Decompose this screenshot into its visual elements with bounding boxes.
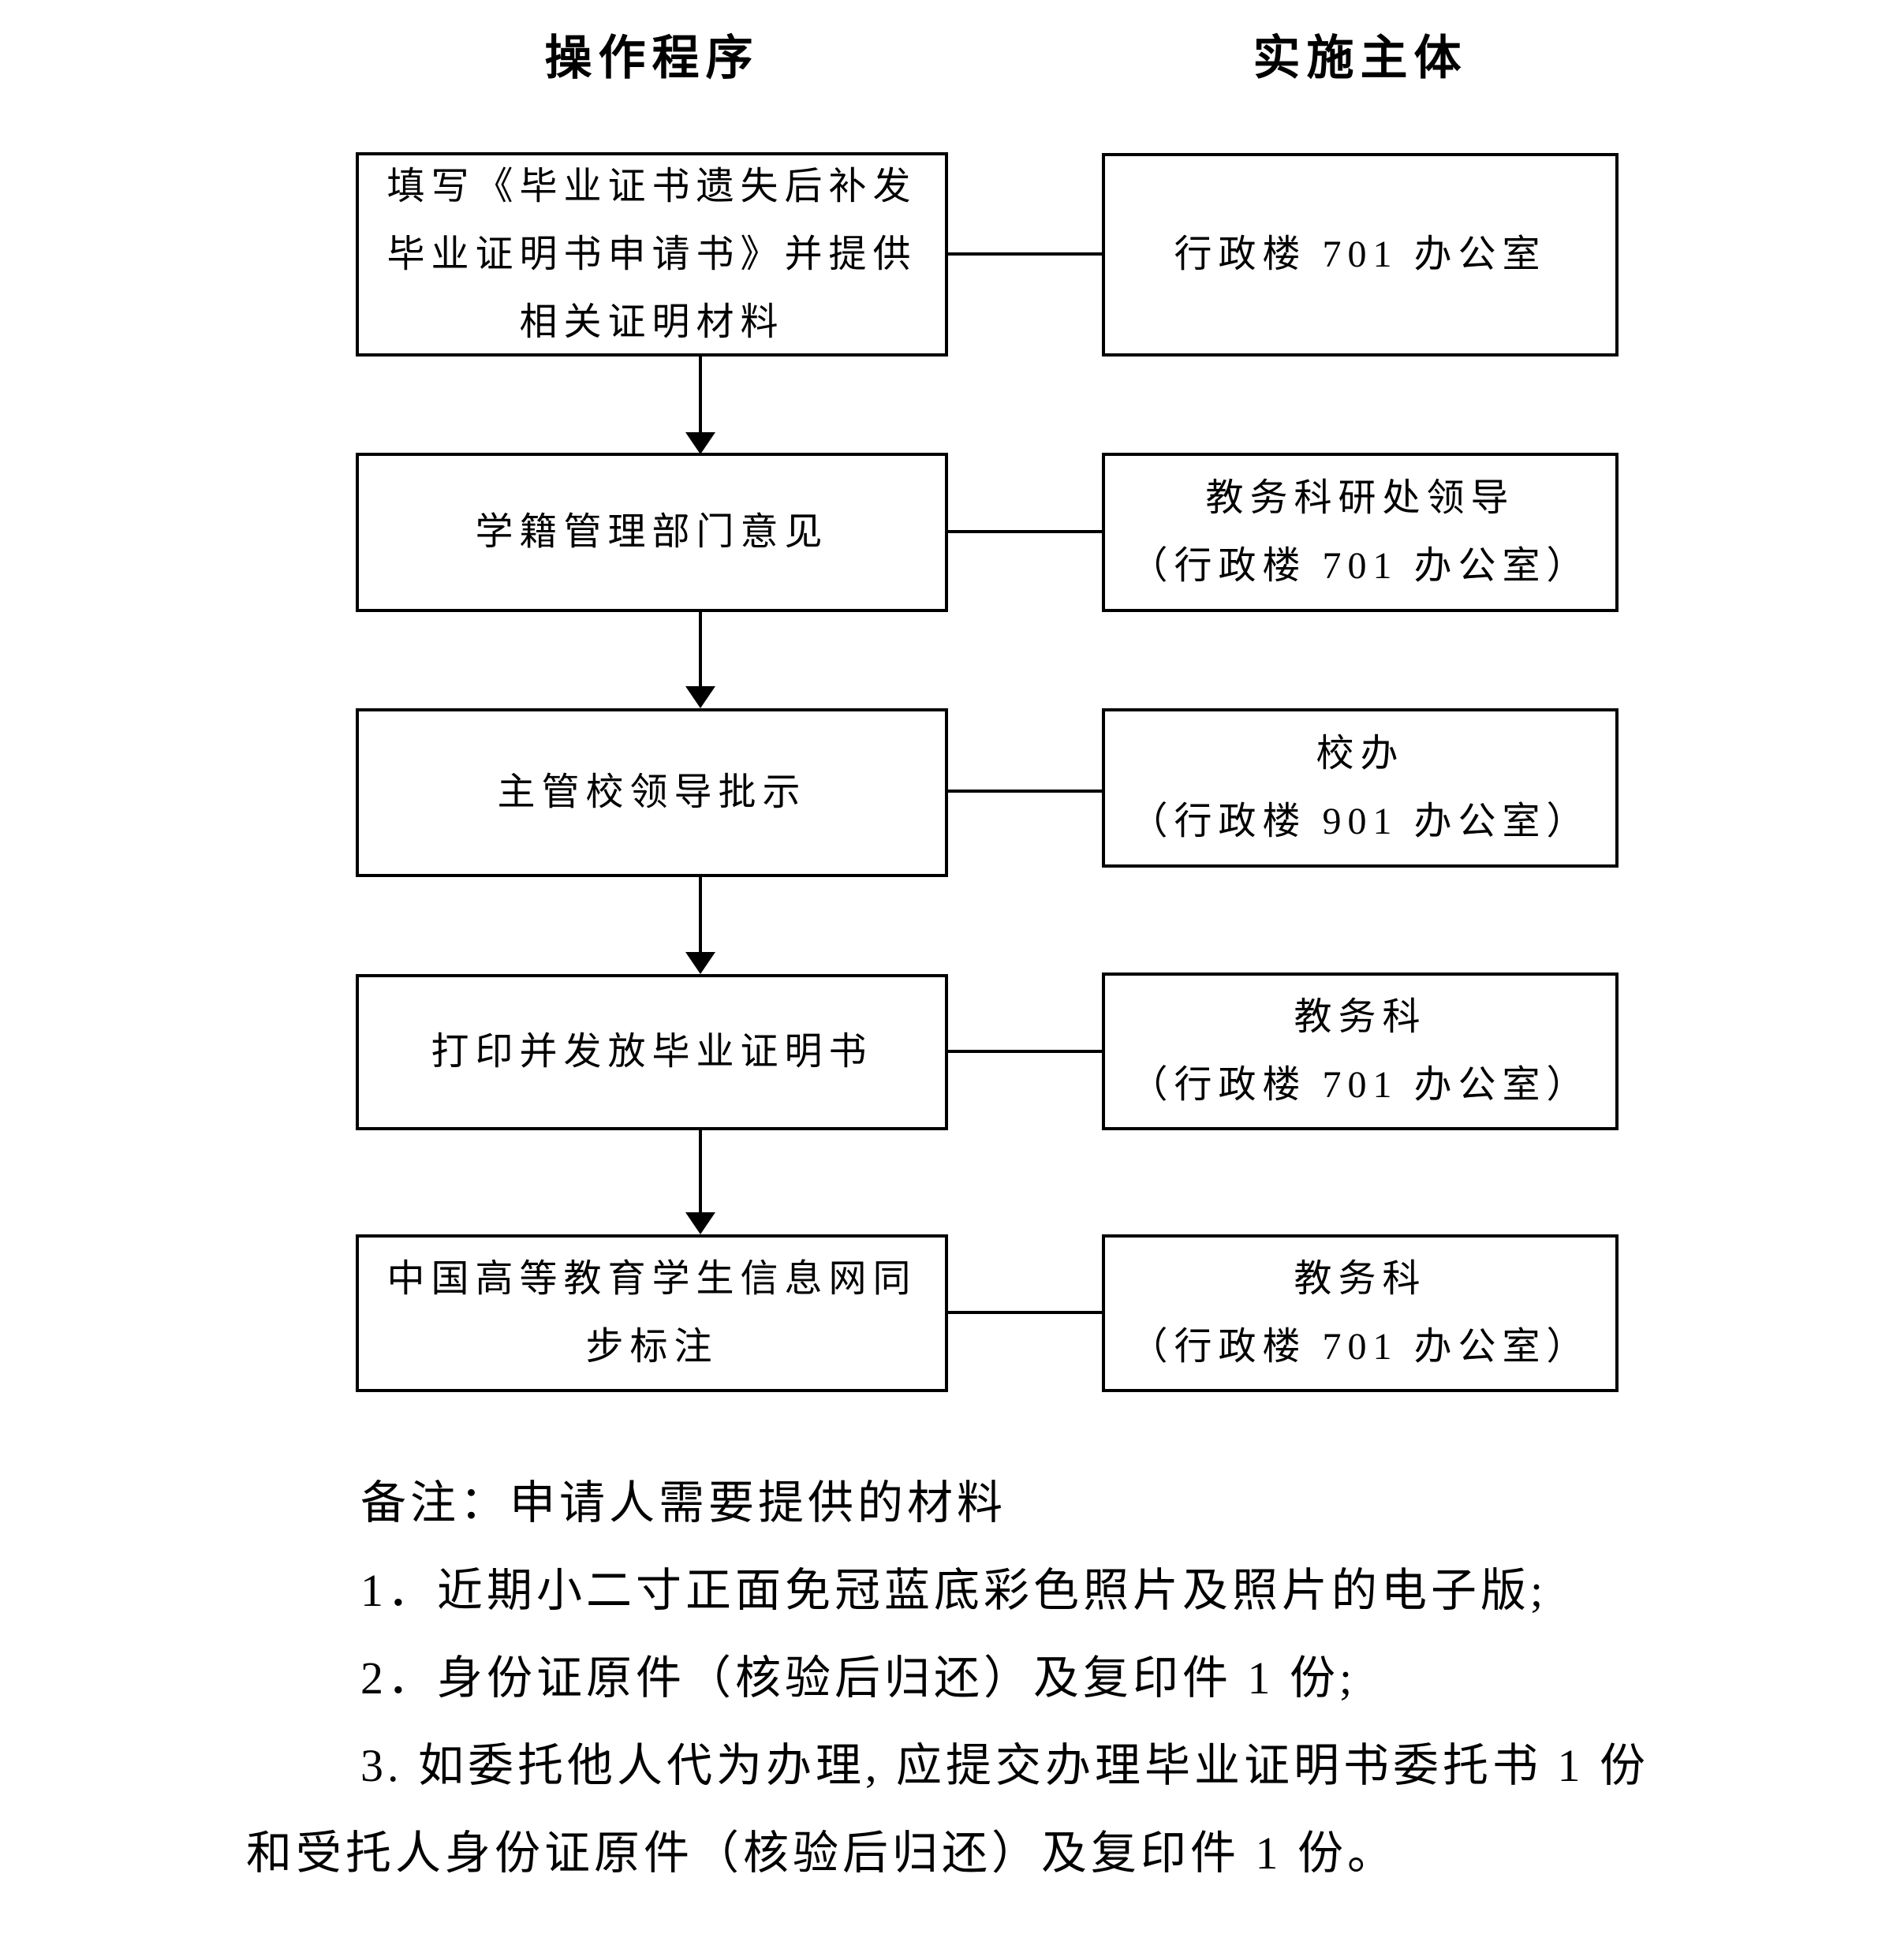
- notes-title: 备注：申请人需要提供的材料: [360, 1477, 1007, 1529]
- step-box-3: 主管校领导批示: [356, 708, 948, 877]
- connector-line-3: [948, 790, 1102, 793]
- down-arrow-stem-4: [699, 1130, 702, 1212]
- step-box-4: 打印并发放毕业证明书: [356, 974, 948, 1130]
- notes-section: 备注：申请人需要提供的材料 1．近期小二寸正面免冠蓝底彩色照片及照片的电子版; …: [246, 1459, 1689, 1897]
- down-arrow-icon-3: [685, 952, 715, 974]
- down-arrow-stem-3: [699, 877, 702, 952]
- column-header-procedure: 操作程序: [544, 32, 760, 84]
- step-box-2: 学籍管理部门意见: [356, 453, 948, 612]
- note-item-1: 1．近期小二寸正面免冠蓝底彩色照片及照片的电子版;: [360, 1565, 1548, 1616]
- down-arrow-stem-2: [699, 612, 702, 686]
- actor-box-3: 校办 （行政楼 901 办公室）: [1102, 708, 1619, 868]
- connector-line-5: [948, 1311, 1102, 1314]
- note-item-2: 2．身份证原件（核验后归还）及复印件 1 份;: [360, 1652, 1357, 1704]
- down-arrow-stem-1: [699, 357, 702, 432]
- down-arrow-icon-2: [685, 686, 715, 708]
- down-arrow-icon-4: [685, 1212, 715, 1234]
- connector-line-4: [948, 1050, 1102, 1053]
- note-item-3-continuation: 和受托人身份证原件（核验后归还）及复印件 1 份。: [246, 1827, 1398, 1879]
- actor-box-1: 行政楼 701 办公室: [1102, 153, 1619, 357]
- actor-box-5: 教务科 （行政楼 701 办公室）: [1102, 1234, 1619, 1392]
- actor-box-4: 教务科 （行政楼 701 办公室）: [1102, 973, 1619, 1130]
- actor-box-2: 教务科研处领导 （行政楼 701 办公室）: [1102, 453, 1619, 612]
- connector-line-2: [948, 530, 1102, 533]
- connector-line-1: [948, 252, 1102, 256]
- note-item-3: 3. 如委托他人代为办理, 应提交办理毕业证明书委托书 1 份: [360, 1740, 1650, 1791]
- step-box-5: 中国高等教育学生信息网同 步标注: [356, 1234, 948, 1392]
- column-header-actor: 实施主体: [1253, 32, 1468, 84]
- step-box-1: 填写《毕业证书遗失后补发 毕业证明书申请书》并提供 相关证明材料: [356, 152, 948, 357]
- down-arrow-icon-1: [685, 432, 715, 454]
